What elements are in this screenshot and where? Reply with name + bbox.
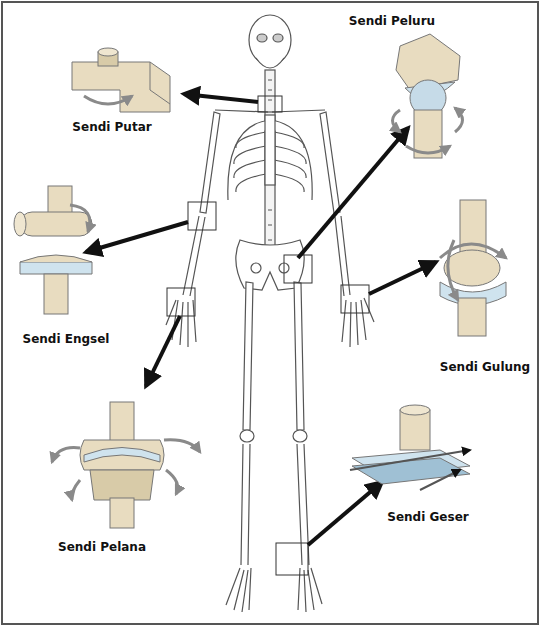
saddle-joint-part — [164, 440, 200, 452]
gliding-joint — [350, 405, 470, 490]
gliding-joint-part — [400, 405, 430, 415]
skeleton-part — [241, 444, 309, 565]
condyloid-joint-part — [458, 298, 486, 336]
condyloid-joint-part — [444, 250, 500, 286]
leader-arrow-part — [146, 316, 180, 386]
skeleton — [166, 15, 374, 612]
leader-arrow-part — [369, 262, 436, 294]
saddle-joint-part — [72, 480, 80, 500]
condyloid-joint — [440, 200, 506, 336]
hinge-joint-part — [20, 212, 92, 236]
skeleton-part — [183, 216, 205, 296]
saddle-joint-part — [52, 448, 80, 462]
joint-label: Sendi Pelana — [58, 540, 146, 554]
gliding-joint-part — [350, 450, 470, 470]
saddle-joint-part — [80, 440, 164, 470]
joint-marker-part — [167, 288, 195, 316]
skeleton-part — [249, 15, 291, 65]
pivot-joint — [72, 48, 170, 112]
joint-label: Sendi Gulung — [440, 360, 530, 374]
leader-arrow-part — [308, 482, 382, 545]
skeleton-part — [256, 58, 284, 68]
hinge-joint — [14, 186, 92, 314]
ball-joint — [393, 34, 463, 158]
skeleton-part — [257, 34, 267, 42]
joint-marker — [167, 96, 369, 575]
saddle-joint-part — [166, 470, 178, 494]
joint-marker-part — [284, 255, 312, 283]
hinge-joint-part — [70, 205, 90, 232]
gliding-joint-part — [352, 458, 470, 484]
hinge-joint-part — [44, 274, 68, 314]
joint-label: Sendi Engsel — [23, 332, 110, 346]
joint-marker-part — [276, 543, 308, 575]
condyloid-joint-part — [448, 240, 458, 300]
skeleton-part — [335, 216, 350, 296]
joint-label: Sendi Putar — [72, 120, 151, 134]
joint-label: Sendi Peluru — [349, 14, 435, 28]
joint-label: Sendi Geser — [387, 510, 468, 524]
pivot-joint-part — [98, 48, 118, 56]
joint-marker-part — [188, 202, 216, 230]
ball-joint-part — [455, 108, 463, 132]
hinge-joint-part — [20, 255, 92, 262]
skeleton-part — [240, 430, 254, 442]
hinge-joint-part — [20, 262, 92, 274]
gliding-joint-part — [420, 470, 460, 490]
hinge-joint-part — [14, 212, 26, 236]
ball-joint-part — [406, 146, 450, 153]
pivot-joint-part — [150, 62, 170, 104]
pivot-joint-part — [84, 96, 132, 104]
saddle-joint-part — [110, 498, 134, 528]
joint-marker-part — [258, 96, 282, 112]
skeleton-part — [320, 112, 340, 213]
saddle-joint — [52, 402, 200, 528]
skeleton-part — [251, 263, 261, 273]
saddle-joint-part — [110, 402, 134, 442]
skeleton-part — [200, 112, 220, 213]
skeleton-part — [226, 568, 251, 612]
saddle-joint-part — [90, 470, 154, 500]
saddle-joint-part — [84, 448, 160, 463]
skeleton-part — [243, 282, 253, 430]
leader-arrow-part — [298, 128, 408, 258]
skeleton-part — [265, 115, 275, 185]
leader-arrow-part — [184, 94, 258, 102]
skeleton-part — [273, 34, 283, 42]
skeleton-part — [265, 70, 275, 270]
ball-joint-part — [393, 110, 401, 132]
leader-arrow-part — [86, 222, 188, 252]
skeleton-part — [293, 430, 307, 442]
pivot-joint-part — [72, 62, 170, 112]
skeleton-part — [294, 282, 304, 430]
joint-marker-part — [341, 285, 369, 313]
gliding-joint-part — [400, 410, 430, 450]
